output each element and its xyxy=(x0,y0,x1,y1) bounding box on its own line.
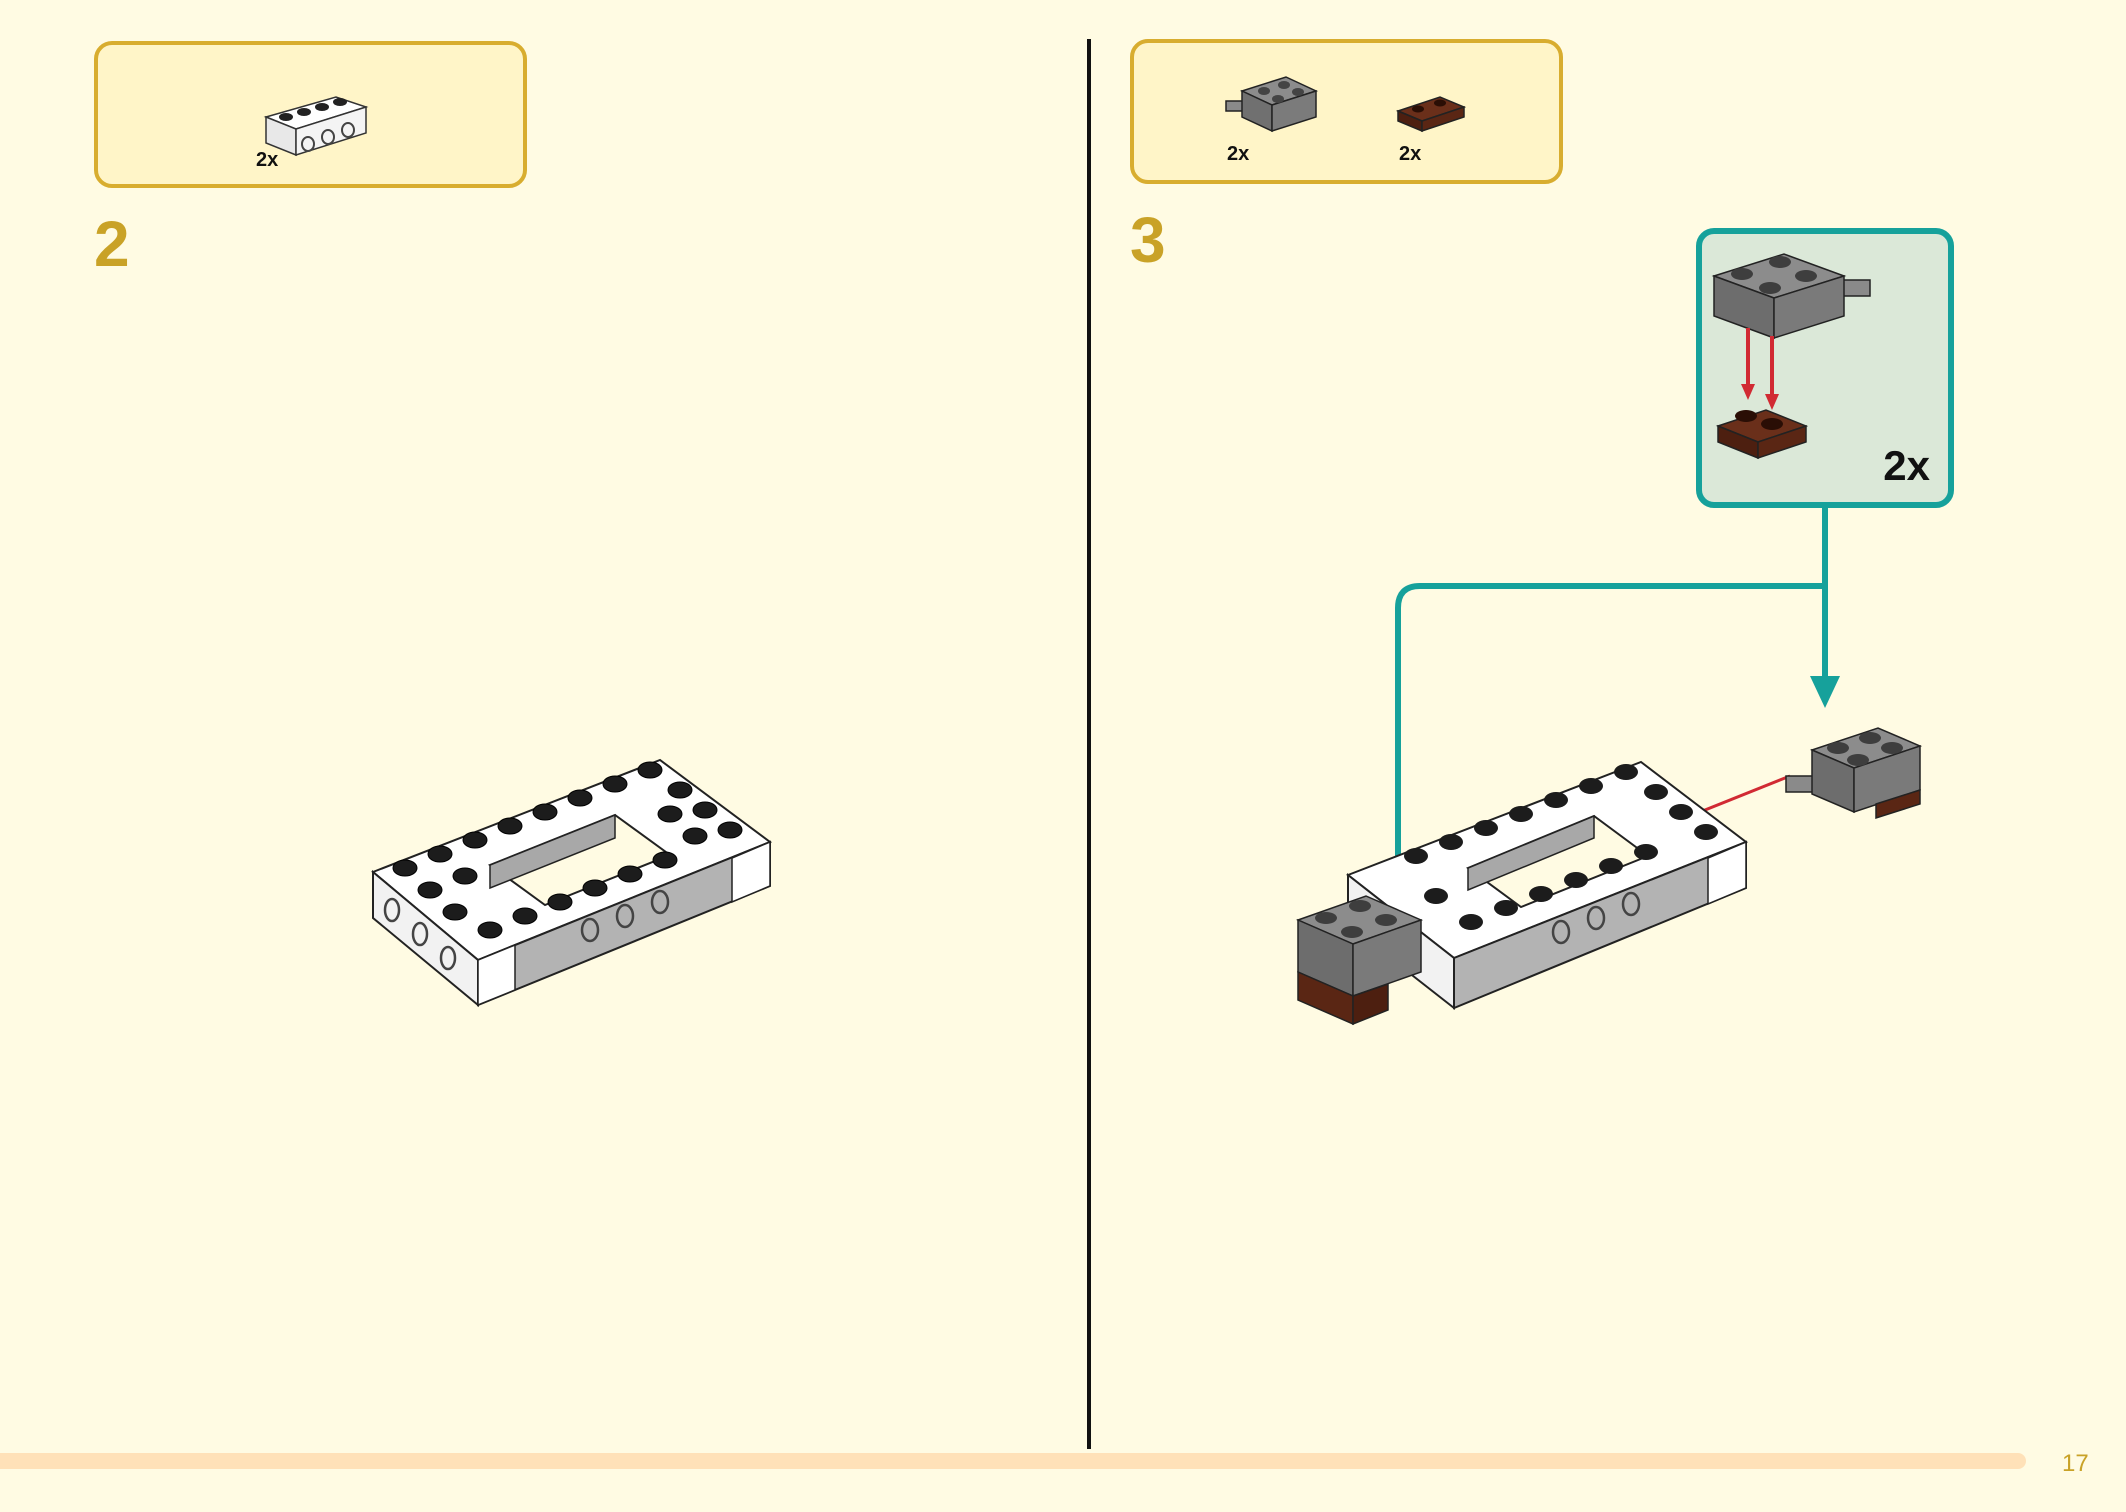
parts-list-step-2: 2x xyxy=(94,41,527,188)
step-3-assembly-illustration xyxy=(1295,727,1923,1026)
step-number: 2 xyxy=(94,208,130,280)
technic-frame-assembly-illustration xyxy=(371,758,773,1008)
part-quantity: 2x xyxy=(1227,143,1250,165)
white-technic-brick-1x4-icon xyxy=(263,96,369,157)
brown-plate-1x2-icon xyxy=(1395,96,1467,133)
page-divider xyxy=(1087,39,1091,1449)
subassembly-illustration xyxy=(1711,253,1871,460)
page-number: 17 xyxy=(2062,1450,2089,1477)
callout-quantity: 2x xyxy=(1883,442,1930,489)
progress-bar xyxy=(0,1453,2026,1469)
part-quantity: 2x xyxy=(1399,143,1422,165)
part-quantity: 2x xyxy=(256,149,279,171)
subassembly-callout: 2x xyxy=(1696,228,1954,508)
step-number: 3 xyxy=(1130,204,1166,276)
parts-list-step-3: 2x 2x xyxy=(1130,39,1563,184)
dark-gray-brick-2x2-with-pin-icon xyxy=(1225,76,1319,133)
